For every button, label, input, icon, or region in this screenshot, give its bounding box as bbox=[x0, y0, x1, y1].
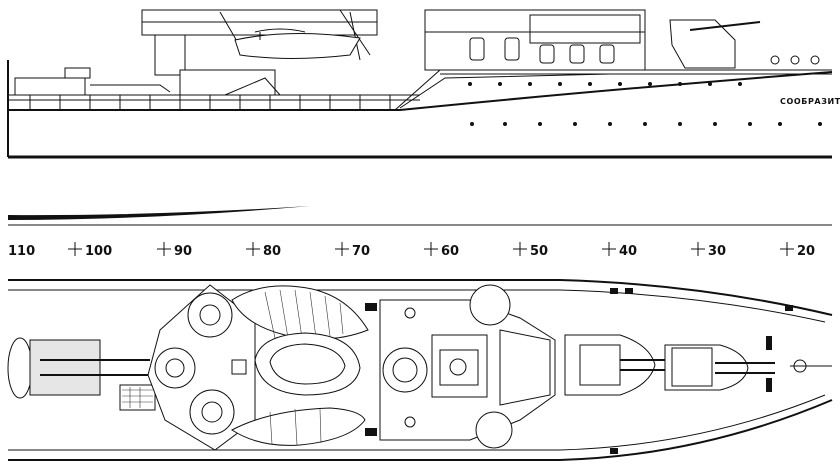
frame-label: 80 bbox=[263, 244, 281, 259]
hull-sheer-line bbox=[8, 71, 833, 111]
frame-label: 30 bbox=[708, 244, 726, 259]
ships-boat-plan bbox=[231, 285, 369, 340]
hull-outline-starboard bbox=[8, 399, 833, 461]
plan-view bbox=[7, 279, 833, 461]
frame-ruler: 110 100 90 80 70 60 50 40 30 20 bbox=[8, 242, 815, 259]
keel-sliver bbox=[8, 206, 310, 220]
frame-label: 40 bbox=[619, 244, 637, 259]
forward-turret-profile bbox=[669, 19, 736, 69]
frame-mark: 90 bbox=[157, 242, 192, 259]
frame-label: 20 bbox=[797, 244, 815, 259]
ship-name-label: СООБРАЗИТ bbox=[780, 97, 840, 106]
frame-mark: 60 bbox=[424, 242, 459, 259]
frame-mark: 20 bbox=[780, 242, 815, 259]
hull-outline-port bbox=[8, 279, 833, 316]
ships-boat-profile bbox=[234, 32, 361, 59]
frame-label: 60 bbox=[441, 244, 459, 259]
frame-mark: 100 bbox=[68, 242, 112, 259]
frame-label: 90 bbox=[174, 244, 192, 259]
frame-mark: 30 bbox=[691, 242, 726, 259]
frame-label: 100 bbox=[85, 244, 112, 259]
stern-gun-mount bbox=[29, 339, 101, 396]
frame-label: 70 bbox=[352, 244, 370, 259]
portholes bbox=[468, 82, 822, 126]
frame-mark: 50 bbox=[513, 242, 548, 259]
deck-stanchions bbox=[29, 95, 391, 110]
frame-mark: 80 bbox=[246, 242, 281, 259]
frame-label: 50 bbox=[530, 244, 548, 259]
ruler-label-first: 110 bbox=[8, 244, 35, 259]
director-tower bbox=[382, 347, 428, 393]
frame-mark: 70 bbox=[335, 242, 370, 259]
frame-mark: 40 bbox=[602, 242, 637, 259]
side-elevation: СООБРАЗИТ bbox=[7, 9, 840, 159]
